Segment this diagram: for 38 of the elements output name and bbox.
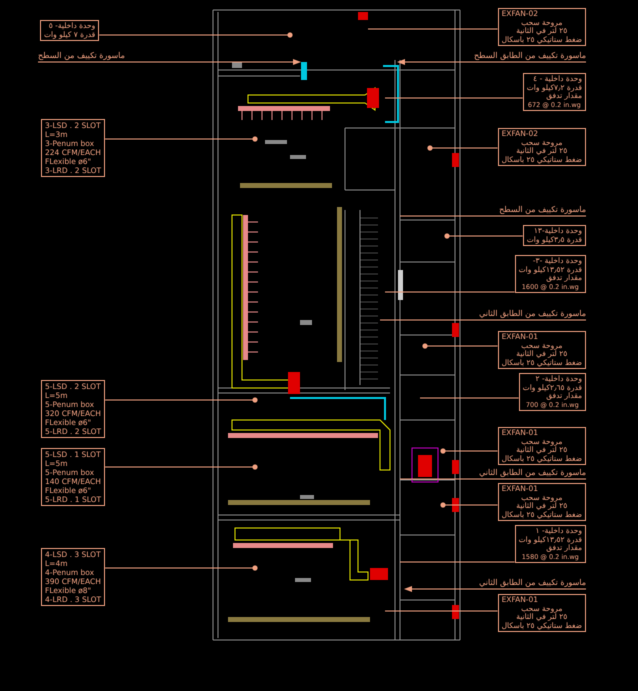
callout-box bbox=[498, 427, 586, 465]
callout-box bbox=[514, 255, 586, 293]
callout-box bbox=[498, 8, 586, 46]
leader-line bbox=[98, 32, 293, 38]
pipe-label: ماسورة تكييف من السطح bbox=[38, 51, 125, 61]
pipe-label: ماسورة تكييف من الطابق الثاني bbox=[479, 309, 586, 319]
callout-box bbox=[518, 373, 586, 411]
leader-line bbox=[440, 502, 498, 508]
leader-line bbox=[104, 464, 258, 470]
pipe-label: ماسورة تكييف من الطابق السطح bbox=[474, 51, 586, 61]
callout-box bbox=[522, 225, 586, 246]
leader-line bbox=[427, 145, 498, 151]
leader-line bbox=[440, 448, 498, 454]
callout-box bbox=[498, 594, 586, 632]
callout-box bbox=[41, 380, 106, 438]
callout-box bbox=[522, 73, 586, 111]
pipe-label: ماسورة تكييف من الطابق الثاني bbox=[479, 578, 586, 588]
leader-line bbox=[422, 343, 498, 349]
leader-line bbox=[444, 233, 524, 239]
callout-box bbox=[498, 128, 586, 166]
leader-line bbox=[104, 397, 258, 403]
leader-line bbox=[104, 136, 258, 142]
leader-line bbox=[368, 28, 498, 30]
leader-line bbox=[397, 59, 586, 65]
leader-line bbox=[38, 59, 301, 65]
leader-line bbox=[404, 586, 586, 592]
callout-box bbox=[41, 548, 106, 606]
callout-box bbox=[41, 448, 106, 506]
callout-box bbox=[498, 331, 586, 369]
callout-box bbox=[41, 119, 106, 177]
callout-box bbox=[498, 483, 586, 521]
pipe-label: ماسورة تكييف من السطح bbox=[499, 205, 586, 215]
leader-line bbox=[384, 610, 498, 612]
leader-line bbox=[104, 565, 258, 571]
callout-box bbox=[514, 525, 586, 563]
callout-box bbox=[40, 20, 100, 41]
pipe-label: ماسورة تكييف من الطابق الثاني bbox=[479, 468, 586, 478]
leader-line bbox=[400, 478, 586, 480]
